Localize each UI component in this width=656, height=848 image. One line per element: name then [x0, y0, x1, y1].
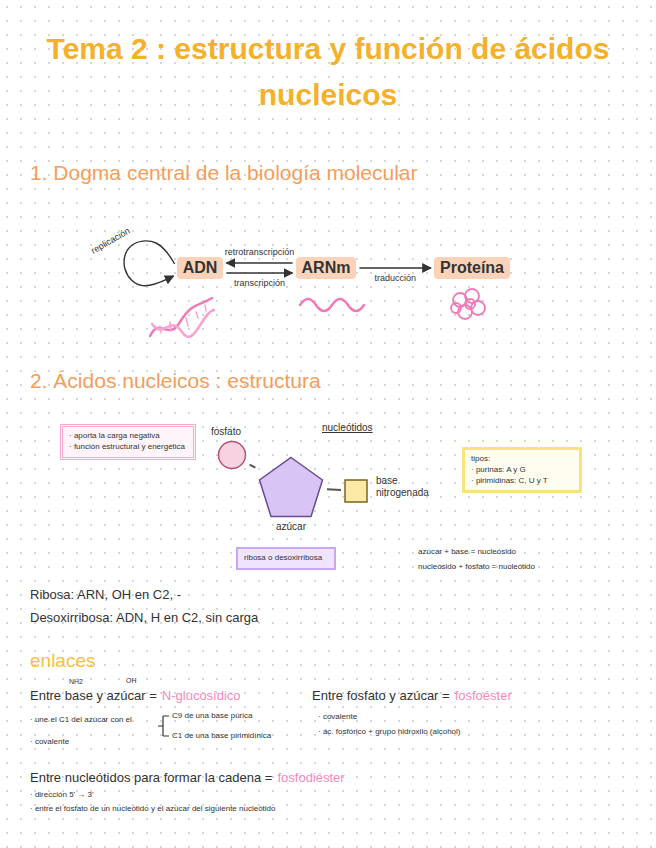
note-text: C1 de una base pirimidínica — [172, 731, 271, 741]
bracket — [158, 716, 169, 736]
node-text: · purinas: A y G — [471, 465, 573, 476]
note-text: · covalente — [30, 737, 69, 747]
note-text: Entre nucleótidos para formar la cadena … — [30, 770, 272, 786]
note-text: Desoxirribosa: ADN, H en C2, sin carga — [30, 610, 258, 626]
note-text: OH — [126, 677, 137, 685]
note-text: Entre base y azúcar = — [30, 688, 157, 704]
note-text: NH2 — [69, 678, 83, 686]
note-text: · covalente — [318, 712, 357, 722]
note-text: · entre el fosfato de un nucleótido y el… — [30, 804, 276, 814]
note-text: Ribosa: ARN, OH en C2, - — [30, 587, 181, 603]
process-node: Proteína — [434, 257, 510, 279]
square-outline — [344, 479, 368, 503]
node-text: · aporta la carga negativa — [69, 431, 187, 442]
square-shape: base nitrogenada — [344, 479, 368, 503]
note-text: Entre fosfato y azúcar = — [312, 688, 450, 704]
node-text: base nitrogenada — [376, 475, 442, 499]
node-text: · función estructural y energética — [69, 442, 187, 453]
pentagon-outline — [258, 456, 324, 518]
node-text: fosfato — [211, 426, 241, 437]
note-text: · une el C1 del azúcar con el — [30, 715, 132, 725]
pentagon-shape: azúcar — [258, 456, 324, 518]
protein-scribble — [451, 289, 485, 319]
note-text: · ác. fosfórico + grupo hidroxilo (alcoh… — [318, 727, 461, 737]
bond-name: fosfoéster — [455, 688, 512, 704]
process-node: ARNm — [296, 257, 357, 279]
node-text: ribosa o desoxirribosa — [244, 553, 328, 564]
sugar-box: ribosa o desoxirribosa — [236, 547, 336, 570]
note-text: nucleósido + fosfato = nucleótido — [418, 562, 535, 572]
protein-coil — [465, 299, 475, 309]
note-text: C9 de una base púrica — [172, 711, 253, 721]
section-heading: 1. Dogma central de la biología molecula… — [30, 160, 418, 185]
circle-shape: fosfato — [217, 440, 247, 470]
node-text: azúcar — [258, 521, 324, 532]
node-text: · pirimidinas: C, U y T — [471, 476, 573, 487]
connector — [226, 262, 292, 263]
bond-name: N-glucosídico — [162, 688, 241, 704]
protein-coil — [451, 303, 461, 313]
loop-arrow — [124, 241, 175, 286]
bond-name: fosfodiéster — [277, 770, 344, 786]
note-box: · aporta la carga negativa· función estr… — [60, 424, 196, 460]
node-text: ADN — [183, 259, 218, 277]
node-text: Proteína — [440, 259, 504, 277]
node-text: tipos: — [471, 454, 573, 465]
dna-helix — [150, 298, 214, 337]
section-heading: 2. Ácidos nucleicos : estructura — [30, 368, 321, 393]
process-node: ADN — [177, 257, 224, 279]
node-text: ARNm — [302, 259, 351, 277]
phosphate-circle — [219, 442, 246, 469]
circle-outline — [217, 440, 247, 470]
rna-wave — [300, 299, 364, 311]
types-box: tipos:· purinas: A y G· pirimidinas: C, … — [462, 447, 582, 493]
edge-label: traducción — [374, 273, 416, 284]
edge-label: transcripción — [234, 278, 285, 289]
base-square — [345, 480, 367, 502]
connector — [250, 465, 256, 468]
note-text: nucleótidos — [322, 422, 373, 434]
sugar-pentagon — [260, 458, 323, 517]
connector — [327, 488, 341, 491]
connector — [359, 267, 431, 268]
title: Tema 2 : estructura y función de ácidos … — [28, 26, 628, 118]
note-text: · dirección 5' → 3' — [30, 790, 94, 800]
note-text: azúcar + base = nucleósido — [418, 547, 516, 557]
connector — [226, 272, 292, 273]
helix-rungs — [160, 305, 206, 333]
edge-label: retrotranscripción — [225, 247, 295, 258]
section-heading: enlaces — [30, 650, 96, 673]
edge-label: replicación — [89, 225, 132, 256]
